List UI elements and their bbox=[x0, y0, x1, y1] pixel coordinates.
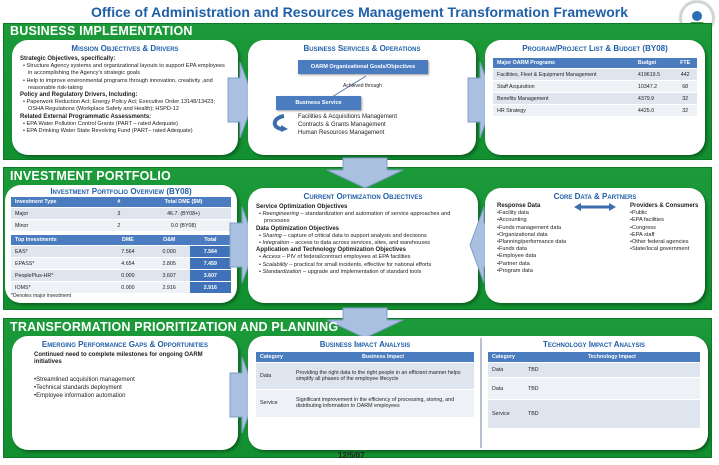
heading: Strategic Objectives, specifically: bbox=[20, 56, 116, 62]
bullet: • Standardization – upgrade and implemen… bbox=[259, 268, 422, 275]
achieved-label: Achieved through bbox=[343, 83, 382, 89]
list-item: •Funds data bbox=[497, 246, 527, 253]
service-item: Human Resources Management bbox=[298, 130, 385, 136]
page-title: Office of Administration and Resources M… bbox=[90, 4, 629, 20]
panel-title: Investment Portfolio Overview (BY08) bbox=[50, 187, 192, 196]
double-arrow-icon bbox=[574, 203, 616, 211]
service-item: Contracts & Grants Management bbox=[298, 122, 386, 128]
bullet: • Paperwork Reduction Act; Energy Policy… bbox=[23, 99, 215, 113]
list-item: •Organizational data bbox=[497, 231, 548, 238]
bullet: • Structure Agency systems and organizat… bbox=[23, 63, 225, 77]
heading: Related External Programmatic Assessment… bbox=[20, 113, 152, 120]
panel-title: Technology Impact Analysis bbox=[542, 340, 646, 349]
list-item: •Employee information automation bbox=[34, 393, 126, 400]
services-panel: Business Services & Operations OARM Orga… bbox=[248, 40, 476, 155]
list-item: •Planning/performance data bbox=[497, 239, 567, 246]
list-item: •Congress bbox=[630, 224, 656, 231]
bullet: • Integration – access to data across se… bbox=[259, 240, 431, 247]
panel-title: Emerging Performance Gaps & Opportunitie… bbox=[41, 340, 209, 349]
panel-title: Mission Objectives & Drivers bbox=[71, 44, 179, 53]
heading: Service Optimization Objectives bbox=[256, 204, 348, 210]
mission-panel: Mission Objectives & Drivers Strategic O… bbox=[12, 40, 238, 155]
bullet: • EPA Drinking Water State Revolving Fun… bbox=[23, 128, 193, 135]
business-service-box: Business Service bbox=[276, 96, 361, 110]
optimization-panel: Current Optimization Objectives Service … bbox=[248, 188, 478, 303]
section-header: TRANSFORMATION PRIORITIZATION AND PLANNI… bbox=[10, 320, 339, 334]
goals-box: OARM Organizational Goals/Objectives bbox=[298, 60, 428, 74]
program-panel: Program/Project List & Budget (BY08) Maj… bbox=[485, 40, 705, 155]
list-item: •Accounting bbox=[497, 217, 527, 224]
section-header: INVESTMENT PORTFOLIO bbox=[10, 169, 171, 183]
gaps-lead: Continued need to complete milestones fo… bbox=[34, 352, 203, 366]
section-header: BUSINESS IMPLEMENTATION bbox=[10, 24, 193, 38]
service-item: Facilities & Acquisitions Management bbox=[298, 114, 398, 120]
heading: Data Optimization Objectives bbox=[256, 225, 340, 232]
list-item: •Other federal agencies bbox=[630, 239, 689, 246]
list-item: •Streamlined acquisition management bbox=[34, 377, 135, 384]
list-item: •Facility data bbox=[497, 210, 529, 217]
bullet: • Scalability – practical for small inci… bbox=[259, 261, 432, 268]
list-item: •State/local government bbox=[630, 246, 690, 253]
bullet: • Reengineering – standardization and au… bbox=[259, 211, 451, 225]
list-item: •Funds management data bbox=[497, 224, 562, 231]
panel-title: Business Impact Analysis bbox=[319, 340, 411, 349]
connector-arrow-icon bbox=[331, 75, 367, 98]
right-arrow-icon bbox=[227, 61, 255, 139]
table-row: Facilities, Fleet & Equipment Management… bbox=[493, 68, 697, 81]
list-item: •Employee data bbox=[497, 253, 537, 260]
core-data-panel: Core Data & Partners Response Data •Faci… bbox=[485, 188, 705, 303]
bullet: • Access – PIV of federal/contract emplo… bbox=[259, 254, 411, 261]
heading: Providers & Consumers bbox=[630, 203, 699, 209]
heading: Policy and Regulatory Drivers, Including… bbox=[20, 92, 138, 99]
heading: Application and Technology Optimization … bbox=[256, 247, 406, 254]
down-arrow-icon bbox=[326, 157, 404, 189]
down-arrow-icon bbox=[326, 307, 404, 339]
bullet: • EPA Water Pollution Control Grants (PA… bbox=[23, 120, 178, 127]
heading: Response Data bbox=[497, 203, 541, 209]
panel-title: Current Optimization Objectives bbox=[303, 192, 423, 201]
overview-panel: Investment Portfolio Overview (BY08) Inv… bbox=[5, 185, 237, 303]
list-item: •Program data bbox=[497, 267, 533, 274]
curved-arrow-icon bbox=[272, 114, 288, 132]
date-label: 12/5/07 bbox=[338, 451, 365, 460]
panel-title: Business Services & Operations bbox=[303, 44, 421, 53]
gaps-panel: Emerging Performance Gaps & Opportunitie… bbox=[12, 336, 238, 450]
panel-title: Core Data & Partners bbox=[553, 192, 637, 201]
panel-title: Program/Project List & Budget (BY08) bbox=[522, 44, 668, 53]
bullet: • Help to improve environmental programs… bbox=[23, 77, 213, 91]
list-item: •Technical standards deployment bbox=[34, 385, 122, 392]
list-item: •Public bbox=[630, 210, 648, 217]
list-item: •Partner data bbox=[497, 260, 530, 267]
list-item: •EPA facilities bbox=[630, 217, 664, 224]
footnote: *Denotes major investment bbox=[11, 293, 72, 299]
list-item: •EPA staff bbox=[630, 231, 655, 238]
bullet: • Sharing – capture of critical data to … bbox=[259, 232, 427, 239]
